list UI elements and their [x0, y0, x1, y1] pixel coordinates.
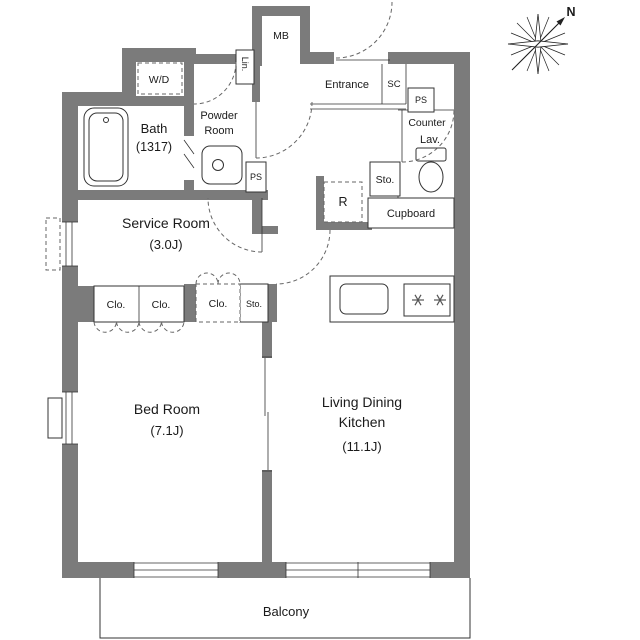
cupboard-label: Cupboard	[387, 208, 435, 220]
room-labels: W/D Bath (1317) Powder Room Lin. MB Entr…	[107, 30, 447, 619]
wall-segment	[300, 12, 310, 64]
wall-segment	[252, 6, 262, 66]
fixtures	[83, 49, 455, 323]
ldk-size: (11.1J)	[342, 439, 382, 454]
wall-segment	[62, 92, 134, 106]
bedroom-window-south	[133, 562, 219, 578]
sto-hall-box	[239, 283, 269, 323]
wall-segment	[262, 470, 272, 562]
wall-segment	[190, 54, 236, 64]
wd-label: W/D	[149, 74, 170, 86]
lin-closet-box	[235, 49, 255, 85]
wall-segment	[252, 192, 262, 234]
service-window-west	[45, 217, 78, 271]
wall-segment	[316, 176, 324, 230]
wall-segment	[184, 54, 194, 200]
balcony	[99, 578, 471, 639]
wall-segment	[252, 226, 278, 234]
door-swings	[93, 1, 455, 333]
cupboard-box	[367, 197, 455, 229]
entrance-label: Entrance	[325, 79, 369, 91]
vanity-sink	[201, 145, 243, 185]
kitchen-sink	[339, 283, 389, 315]
balcony-rail	[99, 578, 471, 639]
sc-label: SC	[387, 79, 400, 90]
balcony-label: Balcony	[263, 604, 310, 619]
wall-segment	[184, 284, 196, 322]
bed-room-label: Bed Room	[134, 401, 200, 417]
entrance-door-opening	[334, 52, 388, 64]
closet-2-label: Clo.	[152, 299, 171, 311]
compass: N	[507, 5, 576, 75]
powder-door-swing	[255, 101, 313, 159]
ps-top-label: PS	[415, 95, 427, 105]
wall-segment	[454, 52, 470, 578]
openings	[45, 52, 431, 578]
wall-segment	[122, 48, 196, 62]
closet-bifold-doors	[93, 272, 241, 333]
wall-segment	[268, 284, 277, 322]
ldk-label-1: Living Dining	[322, 394, 402, 410]
linen-label: Lin.	[240, 57, 250, 72]
shutter-box	[45, 217, 61, 271]
closet-box	[93, 285, 185, 323]
bath-door	[183, 136, 195, 180]
north-arrow-head	[556, 17, 565, 26]
bath-label: Bath	[141, 121, 168, 136]
wall-segment	[128, 96, 194, 106]
sto-entry-box	[369, 161, 401, 197]
entrance-door-swing	[335, 1, 393, 59]
bath-size-label: (1317)	[136, 140, 172, 154]
ldk-label-2: Kitchen	[339, 414, 386, 430]
wall-segment	[62, 92, 78, 578]
ps-mid-label: PS	[250, 172, 262, 182]
bed-room-size: (7.1J)	[150, 423, 183, 438]
ps-top-box	[407, 87, 435, 113]
service-room-label: Service Room	[122, 215, 210, 231]
closet-3-box	[195, 283, 241, 323]
wall-segment	[316, 222, 372, 230]
service-door-swing	[207, 197, 263, 253]
north-arrow	[511, 19, 563, 71]
stove	[403, 283, 451, 317]
sto-entry-label: Sto.	[376, 174, 395, 186]
closet-3-label: Clo.	[209, 298, 228, 310]
wall-segment	[122, 48, 136, 106]
washer-dryer-space	[137, 62, 183, 95]
lav-label: Lav.	[420, 134, 440, 146]
bedroom-window-west	[47, 391, 78, 445]
wall-segment	[252, 6, 310, 16]
wall-segment	[262, 322, 272, 358]
wall-segment	[62, 190, 268, 200]
burner-icon	[412, 294, 424, 306]
powder-room-label-1: Powder	[200, 110, 238, 122]
counter-label: Counter	[408, 117, 446, 129]
wall-segment	[78, 286, 94, 322]
refrigerator-space	[323, 181, 363, 223]
refrigerator-label: R	[338, 195, 347, 209]
compass-north-label: N	[566, 5, 575, 19]
powder-room-label-2: Room	[204, 125, 233, 137]
kitchen-counter	[329, 275, 455, 323]
service-room-size: (3.0J)	[149, 237, 182, 252]
ldk-door-swing	[275, 229, 331, 285]
toilet	[415, 147, 447, 193]
sto-hall-label: Sto.	[246, 299, 262, 309]
ps-mid-box	[245, 161, 267, 193]
bathtub	[83, 107, 129, 187]
window-ledge	[47, 397, 63, 439]
closet-1-label: Clo.	[107, 299, 126, 311]
sliding-door-bedroom-ldk	[262, 356, 272, 472]
linen-door-swing	[193, 61, 237, 105]
mb-label: MB	[273, 30, 289, 42]
burner-icon	[434, 294, 446, 306]
wall-segment	[252, 62, 260, 102]
ldk-window-south	[285, 562, 431, 578]
lav-door-swing	[401, 109, 455, 163]
